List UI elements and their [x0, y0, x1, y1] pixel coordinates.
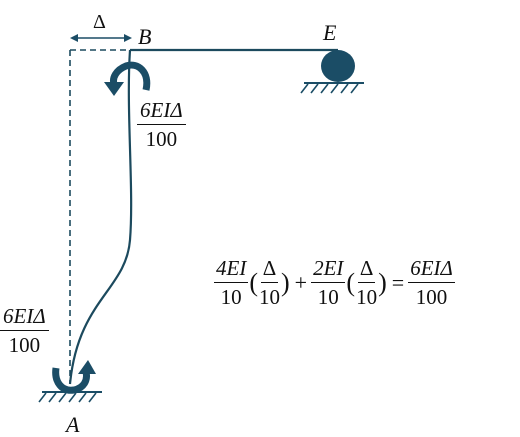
eq-term1: 4EI 10 [214, 258, 249, 309]
delta-label: Δ [93, 11, 106, 33]
eq-paren-open-1: ( [249, 268, 258, 297]
eq-result: 6EIΔ 100 [408, 258, 455, 308]
eq-equals: = [391, 270, 405, 295]
node-e-label: E [323, 20, 337, 45]
eq-term1-ratio: Δ 10 [259, 258, 280, 308]
eq-plus: + [294, 270, 308, 295]
eq-term1-num: 4EI [214, 258, 249, 283]
moment-b-fraction: 6EIΔ 100 [137, 100, 186, 150]
eq-term2-den: 10 [317, 285, 339, 309]
eq-term2-ratio-den: 10 [356, 285, 378, 309]
eq-paren-close-2: ) [378, 268, 387, 297]
moment-a-denominator: 100 [8, 333, 41, 357]
deflected-column-ab [68, 49, 133, 385]
delta-dimension-arrow [70, 34, 132, 42]
eq-term2: 2EI 10 [311, 258, 346, 309]
moment-arrow-b [104, 61, 151, 96]
node-a-label: A [66, 412, 80, 437]
eq-result-den: 100 [415, 285, 448, 309]
eq-term2-num: 2EI [311, 258, 346, 283]
original-column-dashed [69, 49, 130, 384]
slope-deflection-equation: 4EI 10 ( Δ 10 ) + 2EI 10 ( Δ 10 ) = 6EIΔ… [214, 258, 455, 308]
moment-arrow-a [52, 360, 96, 394]
node-b-label: B [138, 24, 152, 49]
roller-support-e [300, 50, 364, 94]
eq-term2-ratio-num: Δ [357, 258, 376, 283]
eq-paren-open-2: ( [346, 268, 356, 297]
eq-paren-close-1: ) [281, 268, 290, 297]
moment-a-fraction: 6EIΔ 100 [0, 306, 49, 356]
eq-term1-ratio-num: Δ [260, 258, 279, 283]
moment-b-numerator: 6EIΔ [137, 100, 186, 125]
eq-result-num: 6EIΔ [408, 258, 455, 283]
eq-term1-ratio-den: 10 [259, 285, 280, 309]
eq-term1-den: 10 [220, 285, 242, 309]
moment-b-denominator: 100 [145, 127, 178, 151]
moment-a-numerator: 6EIΔ [0, 306, 49, 331]
eq-term2-ratio: Δ 10 [356, 258, 377, 308]
